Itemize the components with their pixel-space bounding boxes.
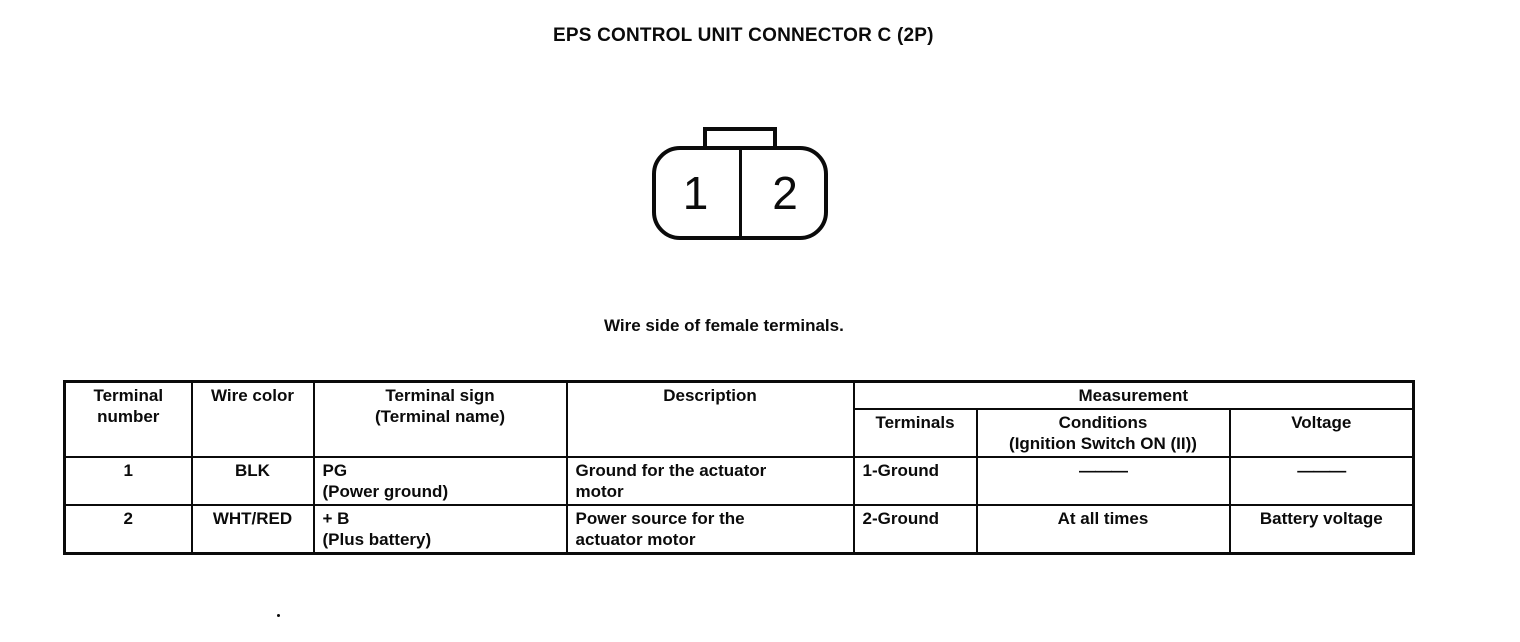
header-voltage: Voltage — [1228, 408, 1415, 458]
connector-caption: Wire side of female terminals. — [604, 316, 844, 335]
table-row: 2 WHT/RED + B (Plus battery) Power sourc… — [63, 504, 1415, 555]
header-terminals: Terminals — [852, 408, 978, 458]
header-terminal-sign: Terminal sign (Terminal name) — [312, 380, 568, 458]
cell-voltage: Battery voltage — [1228, 504, 1415, 555]
table-header-row-2: Terminals Conditions (Ignition Switch ON… — [65, 408, 1415, 458]
cell-wire-color: BLK — [190, 456, 315, 506]
cell-terminal-number: 1 — [63, 456, 193, 506]
cell-voltage: ——— — [1228, 456, 1415, 506]
page-title: EPS CONTROL UNIT CONNECTOR C (2P) — [553, 25, 934, 46]
cell-wire-color: WHT/RED — [190, 504, 315, 555]
cell-terminals: 1-Ground — [852, 456, 978, 506]
cell-description: Power source for the actuator motor — [565, 504, 855, 555]
cell-terminals: 2-Ground — [852, 504, 978, 555]
connector-cavity-divider — [739, 150, 742, 236]
header-wire-color: Wire color — [190, 380, 315, 458]
cell-description: Ground for the actuator motor — [565, 456, 855, 506]
cell-terminal-number: 2 — [63, 504, 193, 555]
table-row: 1 BLK PG (Power ground) Ground for the a… — [63, 456, 1415, 506]
header-description: Description — [565, 380, 855, 458]
scan-artifact-dot — [277, 614, 280, 617]
header-measurement: Measurement — [852, 380, 1415, 410]
pin-1-label: 1 — [682, 167, 709, 219]
table-header-row-1: Terminal number Wire color Terminal sign… — [63, 380, 1415, 458]
cell-conditions: ——— — [975, 456, 1231, 506]
cell-terminal-sign: PG (Power ground) — [312, 456, 568, 506]
terminal-table: Terminal number Wire color Terminal sign… — [63, 380, 1416, 555]
cell-conditions: At all times — [975, 504, 1231, 555]
header-conditions: Conditions (Ignition Switch ON (II)) — [975, 408, 1231, 458]
header-terminal-number: Terminal number — [63, 380, 193, 458]
cell-terminal-sign: + B (Plus battery) — [312, 504, 568, 555]
pin-2-label: 2 — [772, 167, 798, 219]
connector-diagram: 1 2 — [652, 127, 828, 240]
